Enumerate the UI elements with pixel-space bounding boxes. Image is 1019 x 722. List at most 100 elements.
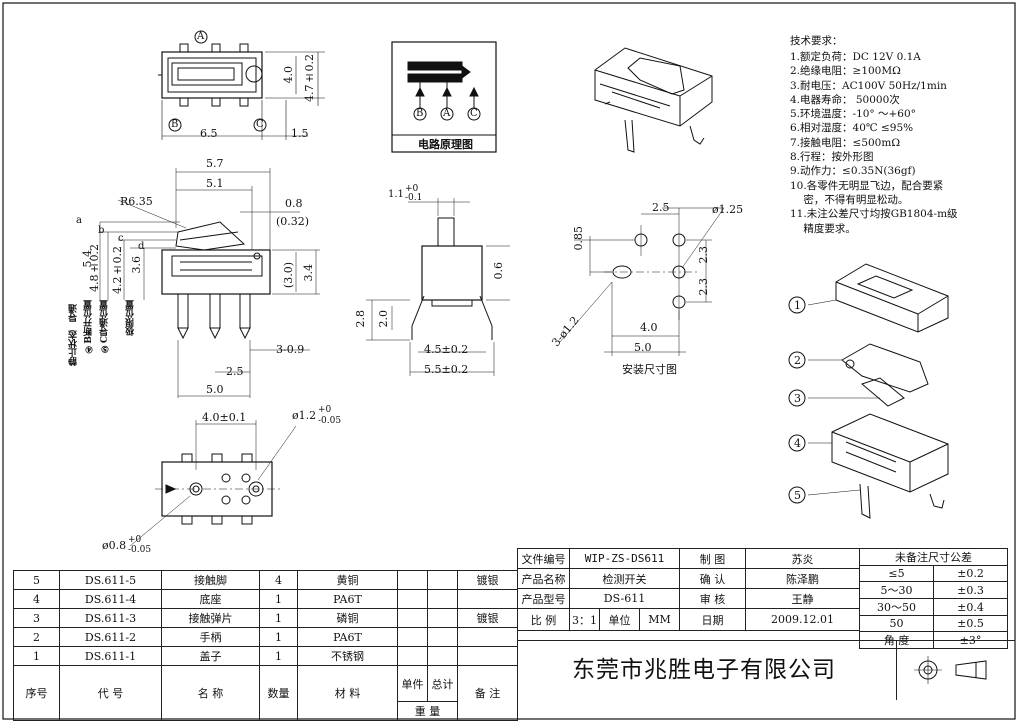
dim-bottom-4-0: 4.0±0.1 <box>202 411 247 424</box>
date-value: 2009.12.01 <box>745 608 860 631</box>
position-open: ④B断开位置 <box>84 300 94 354</box>
title-block: 文件编号 WIP-ZS-DS611 制 图 苏炎 产品名称 检测开关 确 认 陈… <box>517 548 860 631</box>
date-label: 日期 <box>679 608 746 631</box>
bom-header-code: 代 号 <box>59 665 162 721</box>
spec-line: 7.接触电阻：≤500mΩ <box>790 136 901 149</box>
dim-bottom-hole-upper: +0 <box>318 405 332 415</box>
tolerance-tol: ±0.5 <box>933 615 1008 632</box>
top-pin-c: C <box>256 119 264 130</box>
bom-qty: 1 <box>259 589 298 609</box>
dim-side-2-5: 2.5 <box>226 365 244 378</box>
tolerance-table: 未备注尺寸公差 ≤5±0.25～30±0.330～50±0.450±0.5角 度… <box>859 548 1008 649</box>
dim-side-pins: 3-0.9 <box>276 343 305 356</box>
dim-front-5-5: 5.5±0.2 <box>424 363 469 376</box>
bom-qty: 4 <box>259 570 298 590</box>
spec-line: 6.相对湿度：40℃ ≤95% <box>790 122 914 135</box>
file-no-value: WIP-ZS-DS611 <box>569 548 680 569</box>
view-letter-a: a <box>76 215 82 226</box>
dim-side-3-0: (3.0) <box>282 262 295 289</box>
name-value: 检测开关 <box>569 568 680 589</box>
bom-name: 盖子 <box>161 646 260 666</box>
bom-material: PA6T <box>297 627 398 647</box>
dim-front-0-6: 0.6 <box>492 262 505 280</box>
tolerance-tol: ±0.2 <box>933 565 1008 582</box>
spec-line: 8.行程：按外形图 <box>790 151 874 164</box>
dim-mount-4-0: 4.0 <box>640 321 658 334</box>
tolerance-row: ≤5±0.2 <box>859 565 1008 582</box>
bom-code: DS.611-3 <box>59 608 162 628</box>
bom-total <box>427 570 458 590</box>
tolerance-tol: ±0.3 <box>933 581 1008 599</box>
bom-code: DS.611-5 <box>59 570 162 590</box>
check-label: 确 认 <box>679 568 746 589</box>
dim-mount-2-5: 2.5 <box>652 201 670 214</box>
bom-total <box>427 589 458 609</box>
bom-no: 2 <box>13 627 60 647</box>
mount-view <box>559 207 725 356</box>
view-letter-d: d <box>138 241 145 252</box>
name-label: 产品名称 <box>517 568 570 589</box>
spec-line: 11.未注公差尺寸均按GB1804-m级 <box>790 208 958 221</box>
side-view <box>99 168 320 398</box>
bom-no: 3 <box>13 608 60 628</box>
draw-value: 苏炎 <box>745 548 860 569</box>
tolerance-range: ≤5 <box>859 565 934 582</box>
dim-front-4-5: 4.5±0.2 <box>424 343 469 356</box>
dim-front-1-1: 1.1 <box>388 189 404 200</box>
dim-side-4-8: 4.8±0.2 <box>88 244 101 292</box>
check-value: 陈泽鹏 <box>745 568 860 589</box>
bom-note <box>457 627 518 647</box>
tolerance-tol: ±0.4 <box>933 598 1008 616</box>
bom-material: 黄铜 <box>297 570 398 590</box>
tolerance-range: 50 <box>859 615 934 632</box>
dim-top-width: 6.5 <box>200 127 218 140</box>
dim-side-0-8: 0.8 <box>285 197 303 210</box>
top-view <box>158 30 325 140</box>
dim-side-5-0: 5.0 <box>206 383 224 396</box>
tolerance-row: 30～50±0.4 <box>859 598 1008 616</box>
spec-line: 1.额定负荷：DC 12V 0.1A <box>790 51 921 63</box>
dim-front-1-1-lower: -0.1 <box>405 193 423 203</box>
bottom-view <box>129 420 297 547</box>
bom-name: 手柄 <box>161 627 260 647</box>
bom-note: 镀银 <box>457 570 518 590</box>
dim-mount-hole: ø1.25 <box>712 203 744 216</box>
dim-bottom-hole-lower: -0.05 <box>318 416 342 426</box>
bom-header-qty: 数量 <box>259 665 298 721</box>
bom-note <box>457 646 518 666</box>
unit-value: MM <box>639 608 680 631</box>
dim-top-total: 4.7±0.2 <box>303 54 316 102</box>
tolerance-range: 5～30 <box>859 581 934 599</box>
scale-label: 比 例 <box>517 608 570 631</box>
bom-header-name: 名 称 <box>161 665 260 721</box>
position-on: ⑤C导通位置 <box>100 300 110 354</box>
bom-material: PA6T <box>297 589 398 609</box>
bom-header-no: 序号 <box>13 665 60 721</box>
part-callout-3: 3 <box>794 392 801 405</box>
dim-top-height: 4.0 <box>282 66 295 84</box>
draw-label: 制 图 <box>679 548 746 569</box>
model-value: DS-611 <box>569 588 680 609</box>
dim-bottom-small-lower: -0.05 <box>128 545 152 555</box>
bom-unit <box>397 570 428 590</box>
bom-note: 镀银 <box>457 608 518 628</box>
dim-mount-5-0: 5.0 <box>634 341 652 354</box>
dim-side-3-4: 3.4 <box>302 264 315 282</box>
tolerance-title: 未备注尺寸公差 <box>859 548 1008 566</box>
bom-code: DS.611-1 <box>59 646 162 666</box>
bom-no: 5 <box>13 570 60 590</box>
spec-line: 9.动作力：≤0.35N(36gf) <box>790 165 916 178</box>
dim-front-1-1-upper: +0 <box>405 184 419 194</box>
bom-no: 1 <box>13 646 60 666</box>
top-pin-a: A <box>197 31 205 42</box>
company-name: 东莞市兆胜电子有限公司 <box>572 657 836 683</box>
dim-side-5-1: 5.1 <box>206 177 224 190</box>
spec-line: 10.各零件无明显飞边，配合要紧 <box>790 179 944 192</box>
dim-mount-0-85: 0.85 <box>572 226 585 251</box>
part-callout-5: 5 <box>794 489 801 502</box>
bom-header-weight: 重 量 <box>397 701 458 721</box>
